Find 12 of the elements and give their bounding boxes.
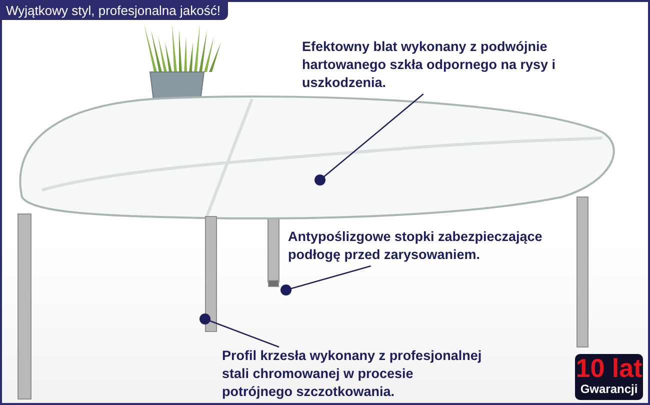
callout-text: Antypoślizgowe stopki zabezpieczające podłogę przed zarysowaniem. [288,228,588,266]
title-banner: Wyjątkowy styl, profesjonalna jakość! [2,2,228,20]
warranty-label: Gwarancji [579,382,639,396]
table-leg [205,216,217,332]
leader-line [280,265,372,296]
warranty-years: 10 lat [575,354,643,382]
table-foot [268,280,279,287]
warranty-badge [575,354,643,400]
leader-line [314,94,424,186]
callout-text: Efektowny blat wykonany z podwójnie hartowanego szkła odpornego na rysy i uszkodzenia. [302,38,612,94]
leader-line [200,314,280,348]
callout-text: Profil krzesła wykonany z profesjonalnej stali chromowanej w procesie potrójnego szczotkowania. [222,347,484,403]
